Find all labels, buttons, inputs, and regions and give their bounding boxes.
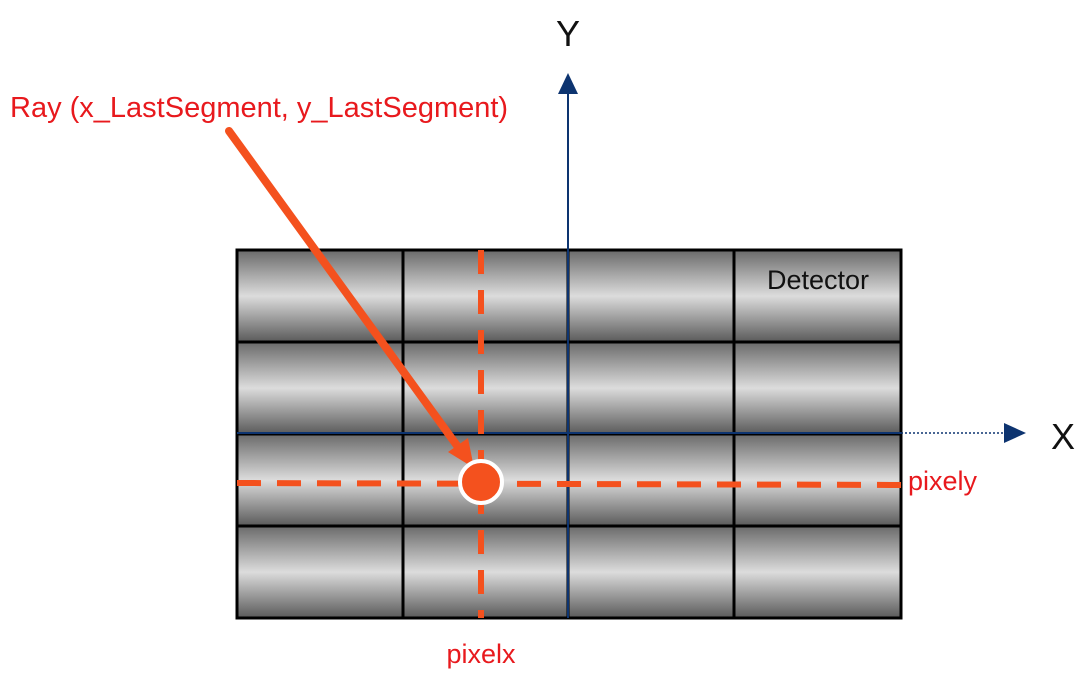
y-axis-label: Y bbox=[556, 13, 580, 54]
detector-cells bbox=[237, 250, 901, 618]
ray-arrowhead bbox=[448, 438, 474, 468]
detector-cell bbox=[403, 250, 569, 342]
detector-cell bbox=[735, 250, 901, 342]
x-axis bbox=[237, 423, 1026, 443]
detector-cell bbox=[735, 434, 901, 526]
ray-hit-point bbox=[458, 459, 504, 505]
ray-label: Ray (x_LastSegment, y_LastSegment) bbox=[10, 92, 508, 124]
detector-label: Detector bbox=[767, 265, 869, 295]
detector-cell bbox=[735, 526, 901, 618]
y-axis-arrowhead bbox=[558, 73, 578, 94]
detector-cell bbox=[237, 526, 403, 618]
pixely-dashed-line bbox=[236, 480, 902, 488]
ray-arrow bbox=[225, 127, 474, 468]
detector-cell bbox=[735, 342, 901, 434]
pixelx-label: pixelx bbox=[446, 639, 516, 669]
detector-cell bbox=[569, 526, 735, 618]
detector-cell bbox=[569, 342, 735, 434]
ray-shaft bbox=[225, 127, 462, 451]
detector-cell bbox=[237, 342, 403, 434]
pixely-label: pixely bbox=[908, 466, 978, 496]
detector-cell bbox=[237, 434, 403, 526]
detector-cell bbox=[569, 434, 735, 526]
y-axis bbox=[558, 73, 578, 618]
x-axis-arrowhead bbox=[1004, 423, 1026, 443]
detector-cell bbox=[403, 526, 569, 618]
detector-cell bbox=[403, 342, 569, 434]
x-axis-label: X bbox=[1051, 416, 1075, 457]
detector-cell bbox=[237, 250, 403, 342]
detector-cell bbox=[569, 250, 735, 342]
